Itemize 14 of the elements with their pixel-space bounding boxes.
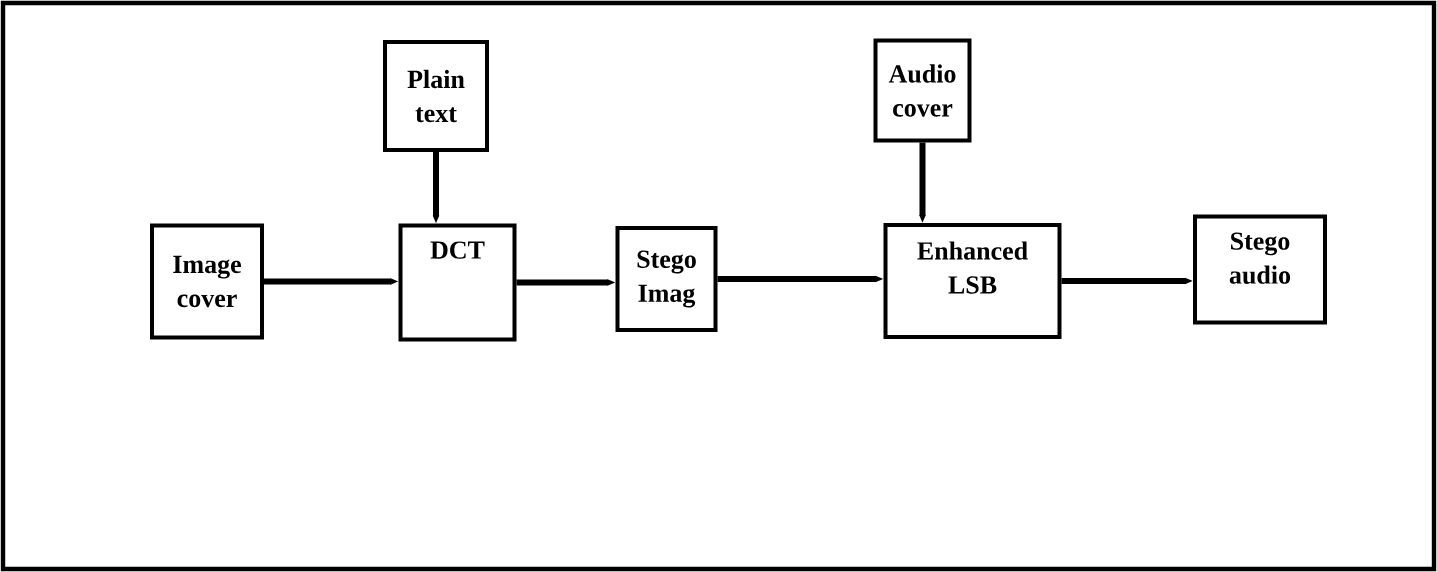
process-box (398, 223, 517, 342)
process-box (873, 38, 972, 143)
box-label: DCT (430, 241, 485, 259)
box-label: Image cover (173, 255, 241, 308)
process-box (150, 223, 264, 340)
process-box (615, 226, 718, 332)
box-label: Stego audio (1229, 232, 1291, 284)
process-box (383, 40, 489, 152)
box-label: Enhanced LSB (917, 241, 1028, 294)
box-label: Audio cover (888, 64, 956, 117)
process-box (883, 223, 1062, 339)
process-box (1193, 214, 1327, 325)
box-label: Plain text (407, 69, 465, 123)
box-label: Stego Imag (637, 250, 696, 308)
